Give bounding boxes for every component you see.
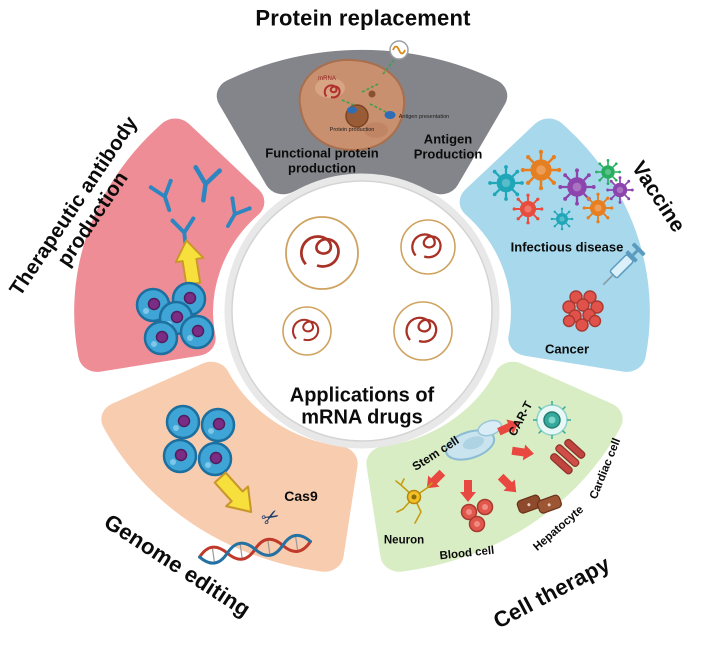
cell-icon	[197, 441, 233, 477]
caption-cas9: Cas9	[284, 488, 318, 505]
virus-icon	[511, 192, 545, 226]
center-title: Applications of mRNA drugs	[290, 385, 434, 430]
cell-icon	[179, 314, 215, 350]
vesicle-circle	[285, 216, 359, 290]
protein-cell-illustration	[298, 40, 409, 152]
cell-icon	[165, 404, 201, 440]
cart-cell-icon	[533, 401, 571, 439]
caption-functional-protein: Functional protein production	[265, 146, 378, 175]
cancer-cells-icon	[562, 290, 604, 332]
caption-functional-line1: Functional protein	[265, 145, 379, 161]
petal-label-protein-replacement: Protein replacement	[255, 5, 471, 31]
protein-squiggle-icon	[392, 45, 406, 55]
cardiac-cell-icon	[550, 438, 586, 475]
virus-icon	[581, 191, 615, 225]
caption-antigen-line2: Production	[413, 146, 483, 161]
dna-helix-icon	[198, 534, 312, 565]
virus-icon	[549, 206, 575, 232]
virus-icon	[519, 148, 563, 192]
vesicle-circle	[400, 219, 456, 275]
caption-infectious-disease: Infectious disease	[510, 239, 624, 255]
process-arrows	[341, 59, 395, 113]
center-title-line2: mRNA drugs	[301, 407, 423, 429]
hepatocyte-icon	[516, 494, 562, 514]
ribosome-icon	[384, 111, 396, 119]
cell-patch	[315, 78, 345, 98]
cell-icon	[162, 438, 198, 474]
caption-neuron: Neuron	[383, 534, 425, 547]
virus-icon	[594, 158, 622, 186]
vesicle-circle	[282, 306, 332, 356]
neuron-icon	[395, 478, 433, 524]
ribosome-icon	[347, 106, 357, 114]
producer-cell-cluster	[135, 281, 215, 356]
cell-patch	[364, 122, 388, 138]
rbc-icon	[468, 515, 486, 533]
cell-icon	[143, 320, 179, 356]
virus-icon	[605, 175, 635, 205]
stem-cell-icon	[444, 419, 503, 461]
mrna-vesicles	[282, 216, 456, 361]
caption-antigen-production: Antigen Production	[414, 132, 483, 161]
organelle-icon	[368, 90, 376, 98]
cell-icon	[200, 407, 236, 443]
micro-label-protein-production: Protein production	[329, 127, 375, 133]
center-title-line1: Applications of	[289, 384, 435, 407]
micro-label-mrna: mRNA	[318, 76, 336, 82]
vesicle-circle	[393, 301, 453, 361]
micro-label-antigen-presentation: Antigen presentation	[398, 114, 450, 120]
caption-cancer: Cancer	[544, 341, 590, 357]
caption-functional-line2: production	[288, 160, 356, 175]
caption-antigen-line1: Antigen	[423, 131, 473, 147]
syringe-icon	[602, 242, 646, 286]
virus-icon	[487, 164, 525, 202]
rbc-icon	[476, 498, 494, 516]
